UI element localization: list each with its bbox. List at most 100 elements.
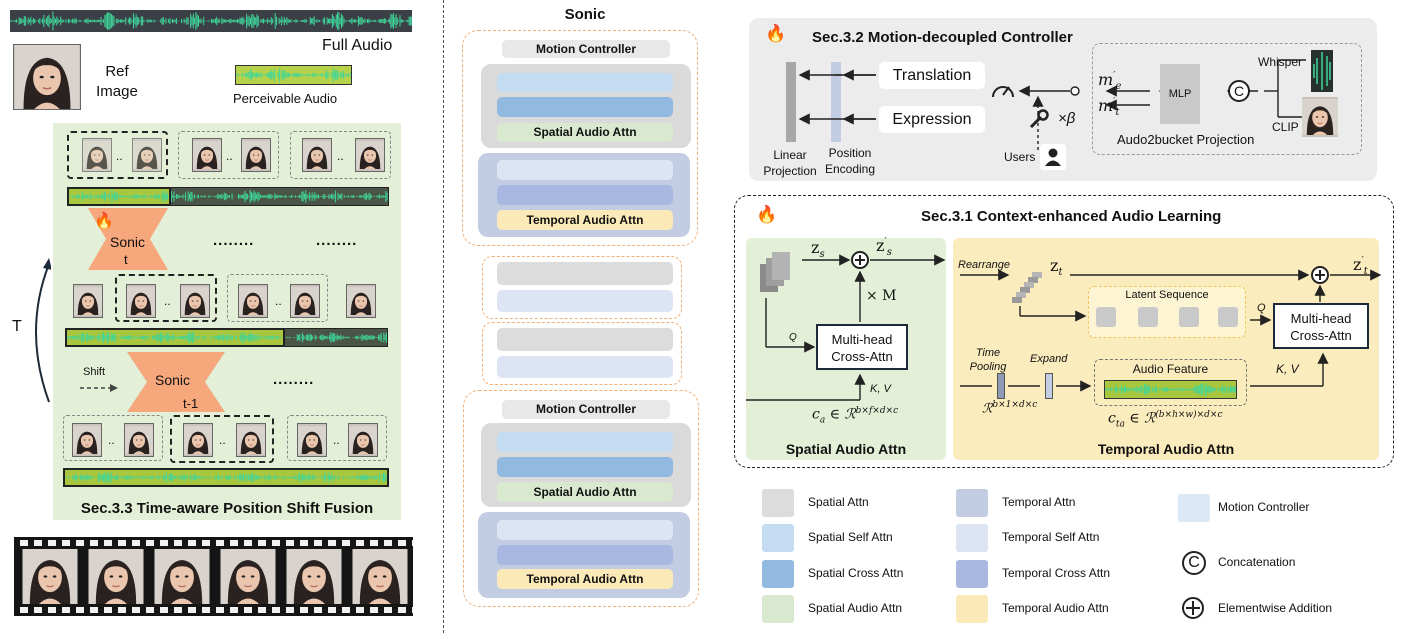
temporal-self-attn-2 (497, 520, 673, 540)
clip-label: CLIP (1272, 120, 1299, 134)
frame (180, 284, 210, 318)
film-hole (174, 607, 182, 613)
film-hole (216, 540, 224, 546)
audio-feature-label: Audio Feature (1132, 362, 1209, 376)
gauge-icon (990, 80, 1016, 100)
time-axis-label: T (12, 318, 22, 335)
film-hole (62, 607, 70, 613)
output-film-strip (14, 537, 420, 616)
film-hole (258, 607, 266, 613)
position-encoding-label: Position Encoding (824, 146, 876, 176)
full-audio-label: Full Audio (322, 37, 393, 54)
linear-projection-label: Linear Projection (763, 148, 817, 178)
frame-separator: .. (337, 149, 344, 163)
m-e-label: m′e (1098, 70, 1122, 93)
whisper-audio-icon (1311, 50, 1333, 92)
film-hole (384, 540, 392, 546)
elementwise-addition-icon (1182, 597, 1204, 619)
frame (126, 284, 156, 318)
output-frame (351, 549, 409, 604)
wrench-icon (1028, 108, 1050, 130)
z-s-prime-label: z′s (876, 236, 892, 259)
flame-icon: 🔥 (756, 205, 778, 224)
concat-icon: C (1228, 80, 1250, 102)
film-hole (230, 540, 238, 546)
frame-separator: .. (275, 294, 282, 308)
frame-window-4 (115, 274, 217, 322)
whisper-label: Whisper (1258, 55, 1303, 69)
film-hole (412, 540, 420, 546)
temporal-audio-attn-1-label: Temporal Audio Attn (526, 213, 644, 227)
audio-learning-arrows (746, 254, 1382, 401)
flame-icon: 🔥 (765, 24, 787, 43)
legend-label: Temporal Attn (1002, 495, 1076, 509)
frame (82, 138, 112, 172)
audio-strip-highlight (67, 187, 171, 206)
temporal-audio-attn-label: Temporal Audio Attn (1097, 441, 1235, 457)
film-hole (342, 607, 350, 613)
sonic-t-label: Sonic (110, 234, 146, 250)
output-frame (21, 549, 79, 604)
frame-window-6 (63, 415, 163, 461)
temporal-cross-attn-1 (497, 185, 673, 205)
film-hole (146, 607, 154, 613)
sonic-t1-block (127, 352, 225, 412)
section-divider (443, 0, 444, 633)
time-pooling-label: Time Pooling (969, 347, 1007, 373)
output-frame (219, 549, 277, 604)
times-m-label: × M (866, 288, 897, 304)
film-hole (48, 607, 56, 613)
z-s-label: zs (811, 238, 825, 261)
film-hole (300, 607, 308, 613)
film-hole (174, 540, 182, 546)
film-hole (104, 607, 112, 613)
frame (192, 138, 222, 172)
legend-label: Spatial Self Attn (808, 530, 893, 544)
motion-controller-2: Motion Controller (502, 400, 670, 419)
concat-symbol: C (1233, 83, 1245, 99)
users-label: Users (1004, 150, 1036, 164)
kv-temporal-label: K, V (1276, 362, 1299, 376)
film-hole (146, 540, 154, 546)
frame (124, 423, 154, 457)
cross-attn-spatial-label: Multi-head Cross-Attn (831, 332, 893, 364)
latent-token (1218, 307, 1238, 327)
legend-swatch (956, 489, 988, 517)
audio-learning-title: Sec.3.1 Context-enhanced Audio Learning (921, 208, 1222, 225)
sonic-block-2 (482, 256, 682, 319)
film-hole (132, 607, 140, 613)
film-hole (202, 607, 210, 613)
frame-window-8 (287, 415, 387, 461)
motion-controller-1: Motion Controller (502, 40, 670, 58)
frame-separator: .. (164, 294, 171, 308)
latent-step (1016, 292, 1026, 298)
frame (183, 423, 213, 457)
temporal-cross-attn-2 (497, 545, 673, 565)
frame-separator: .. (226, 149, 233, 163)
block-3-temporal (497, 356, 673, 378)
beta-label: ×β (1058, 110, 1076, 127)
fusion-title: Sec.3.3 Time-aware Position Shift Fusion (80, 500, 374, 517)
temporal-audio-attn-2-label: Temporal Audio Attn (526, 572, 644, 586)
spatial-cross-attn-1 (497, 97, 673, 117)
concatenation-icon: C (1182, 551, 1206, 575)
film-hole (370, 607, 378, 613)
latent-token (1179, 307, 1199, 327)
latent-step (1024, 282, 1034, 288)
c-a-label: ca ∈ ℛb×f×d×c (812, 406, 899, 426)
output-frame (153, 549, 211, 604)
latent-step (1020, 287, 1030, 293)
motion-controller-1-label: Motion Controller (536, 42, 636, 56)
frame-separator: .. (108, 433, 115, 447)
frame-window-1 (67, 131, 168, 179)
legend-label: Spatial Audio Attn (808, 601, 903, 615)
audio-strip-3 (63, 468, 389, 487)
clip-face-image (1302, 97, 1338, 137)
z-t-prime-label: z′t (1353, 255, 1368, 278)
film-hole (398, 607, 406, 613)
frame (355, 138, 385, 172)
film-hole (20, 540, 28, 546)
expression-box: Expression (879, 106, 985, 133)
spatial-audio-attn-1: Spatial Audio Attn (497, 123, 673, 142)
film-hole (160, 607, 168, 613)
